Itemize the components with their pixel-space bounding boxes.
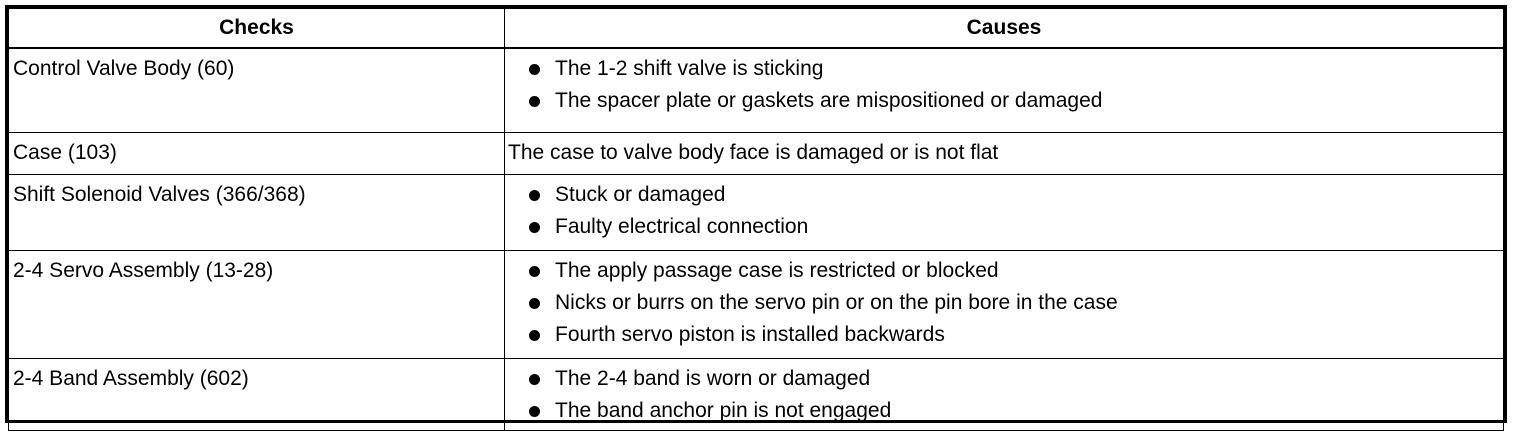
causes-cell: Stuck or damaged Faulty electrical conne… [504, 173, 1504, 251]
causes-cell: The case to valve body face is damaged o… [504, 131, 1504, 175]
cause-text: The band anchor pin is not engaged [555, 398, 892, 422]
cause-text: Faulty electrical connection [555, 214, 809, 238]
cause-item: The apply passage case is restricted or … [509, 255, 1503, 287]
cause-text: Stuck or damaged [555, 182, 726, 206]
table-row: Shift Solenoid Valves (366/368) Stuck or… [8, 173, 1504, 251]
bullet-icon [529, 189, 540, 201]
causes-cell: The 2-4 band is worn or damaged The band… [504, 357, 1504, 431]
cause-text: The 2-4 band is worn or damaged [555, 366, 871, 390]
bullet-icon [529, 405, 540, 417]
check-cell: 2-4 Band Assembly (602) [8, 357, 505, 431]
checks-header: Checks [8, 8, 505, 49]
cause-text: The 1-2 shift valve is sticking [555, 57, 824, 80]
cause-text: Fourth servo piston is installed backwar… [555, 322, 945, 346]
diagnosis-table: Checks Causes Control Valve Body (60) Th… [8, 8, 1504, 431]
cause-text: The apply passage case is restricted or … [555, 258, 999, 282]
cause-item: Fourth servo piston is installed backwar… [509, 319, 1503, 351]
causes-cell: The 1-2 shift valve is sticking The spac… [504, 47, 1504, 133]
bullet-icon [529, 329, 540, 341]
cause-item: Stuck or damaged [509, 179, 1503, 211]
cause-list: The 1-2 shift valve is sticking The spac… [509, 53, 1503, 117]
cause-list: The apply passage case is restricted or … [509, 255, 1503, 351]
causes-cell: The apply passage case is restricted or … [504, 249, 1504, 359]
check-cell: Case (103) [8, 131, 505, 175]
bullet-icon [529, 373, 540, 385]
bullet-icon [529, 64, 540, 75]
cause-text: The spacer plate or gaskets are misposit… [555, 89, 1103, 112]
cause-item: The band anchor pin is not engaged [509, 395, 1503, 427]
cause-item: The 1-2 shift valve is sticking [509, 53, 1503, 85]
cause-item: Faulty electrical connection [509, 211, 1503, 243]
cause-item: The spacer plate or gaskets are misposit… [509, 85, 1503, 117]
table-row: 2-4 Band Assembly (602) The 2-4 band is … [8, 357, 1504, 431]
checks-causes-table: Checks Causes Control Valve Body (60) Th… [5, 5, 1507, 431]
bullet-icon [529, 297, 540, 309]
table-row: 2-4 Servo Assembly (13-28) The apply pas… [8, 249, 1504, 359]
check-cell: Control Valve Body (60) [8, 47, 505, 133]
bullet-icon [529, 96, 540, 107]
cause-text: Nicks or burrs on the servo pin or on th… [555, 290, 1118, 314]
table-row: Case (103) The case to valve body face i… [8, 131, 1504, 175]
cause-list: Stuck or damaged Faulty electrical conne… [509, 179, 1503, 243]
check-cell: 2-4 Servo Assembly (13-28) [8, 249, 505, 359]
header-row: Checks Causes [8, 8, 1504, 49]
cause-item: Nicks or burrs on the servo pin or on th… [509, 287, 1503, 319]
cause-item: The 2-4 band is worn or damaged [509, 363, 1503, 395]
bullet-icon [529, 221, 540, 233]
check-cell: Shift Solenoid Valves (366/368) [8, 173, 505, 251]
cause-list: The 2-4 band is worn or damaged The band… [509, 363, 1503, 427]
bullet-icon [529, 265, 540, 277]
causes-header: Causes [504, 8, 1504, 49]
table-row: Control Valve Body (60) The 1-2 shift va… [8, 47, 1504, 133]
